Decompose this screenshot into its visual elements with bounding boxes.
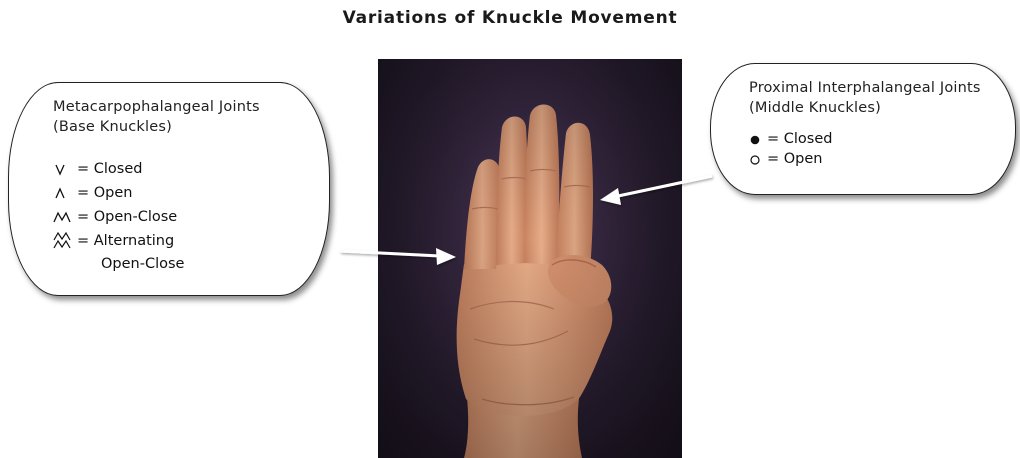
middle-knuckle-arrow	[600, 176, 712, 205]
base-knuckle-arrow	[340, 248, 456, 265]
